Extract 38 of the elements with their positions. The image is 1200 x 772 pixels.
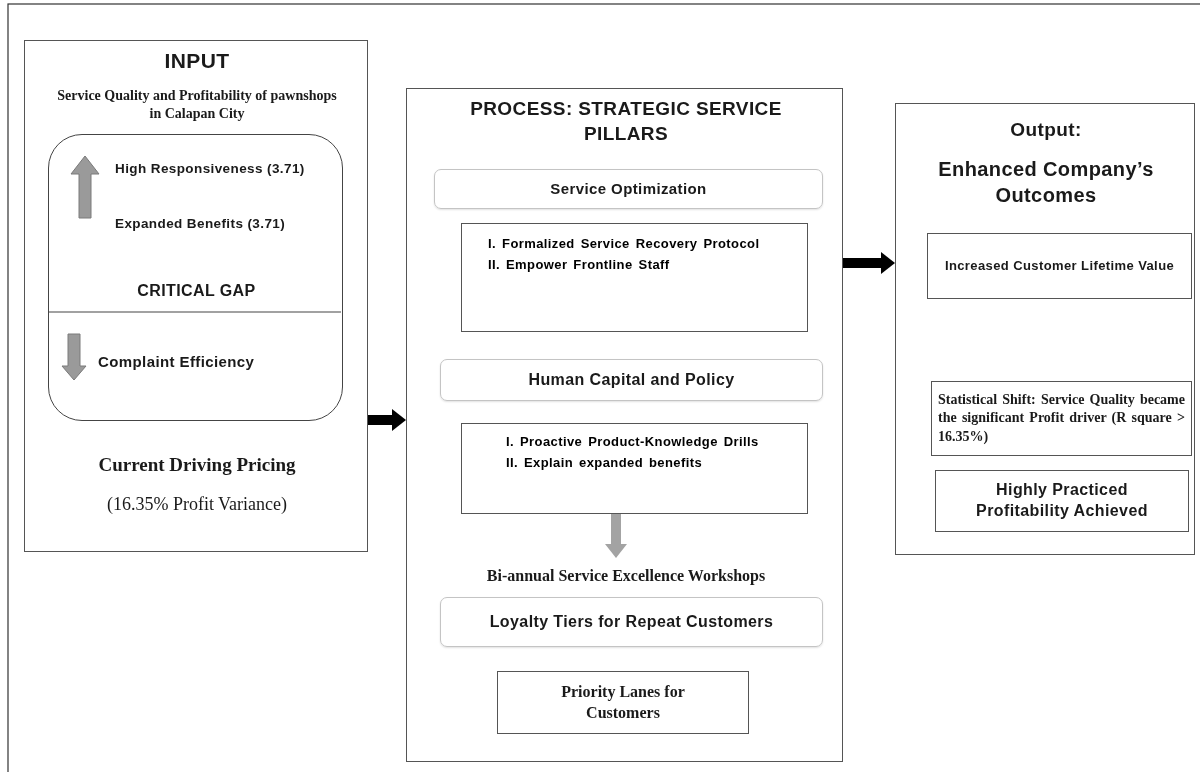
finding-text: Expanded Benefits (3.71) <box>115 215 287 233</box>
list-item: I. Formalized Service Recovery Protocol <box>488 235 761 253</box>
arrow <box>605 513 627 558</box>
panel-title: PROCESS: STRATEGIC SERVICE PILLARS <box>469 97 783 146</box>
outcome-box <box>935 470 1189 532</box>
process-panel <box>406 88 843 762</box>
input-panel <box>24 40 368 552</box>
node-text: Priority Lanes for Customers <box>560 681 686 723</box>
node-text: Human Capital and Policy <box>528 369 735 390</box>
pillar-heading <box>440 597 823 647</box>
list-item: II. Explain expanded benefits <box>506 453 704 472</box>
panel-subtitle: Enhanced Company’s Outcomes <box>937 157 1155 208</box>
pillar-heading <box>440 359 823 401</box>
panel-subtitle: Service Quality and Profitability of pawnshops in Calapan City <box>56 87 338 124</box>
list-item: II. Empower Frontline Staff <box>488 255 671 274</box>
priority-box <box>497 671 749 734</box>
node-text: Increased Customer Lifetime Value <box>944 257 1175 275</box>
variance-text: (16.35% Profit Variance) <box>105 493 289 516</box>
gap-heading: CRITICAL GAP <box>136 281 257 301</box>
arrow <box>368 409 406 431</box>
finding-text: High Responsiveness (3.71) <box>115 160 306 178</box>
list-item: I. Proactive Product-Knowledge Drills <box>506 433 760 451</box>
action-list-box <box>461 223 808 332</box>
arrow <box>843 252 895 274</box>
output-panel <box>895 103 1195 555</box>
node-text: Statistical Shift: Service Quality became the significant Profit driver (R square > 16.35%) <box>938 391 1185 446</box>
pillar-heading <box>434 169 823 209</box>
node-text: Highly Practiced Profitability Achieved <box>975 480 1149 521</box>
finding-text: Complaint Efficiency <box>98 352 256 372</box>
driver-text: Current Driving Pricing <box>97 453 297 477</box>
panel-title: INPUT <box>163 48 231 74</box>
node-text: Service Optimization <box>550 179 707 199</box>
action-list-box <box>461 423 808 514</box>
node-text: Loyalty Tiers for Repeat Customers <box>489 611 774 632</box>
workshop-text: Bi-annual Service Excellence Workshops <box>417 563 835 589</box>
outcome-box <box>927 233 1192 299</box>
panel-title: Output: <box>1009 118 1083 142</box>
outcome-box <box>931 381 1192 456</box>
